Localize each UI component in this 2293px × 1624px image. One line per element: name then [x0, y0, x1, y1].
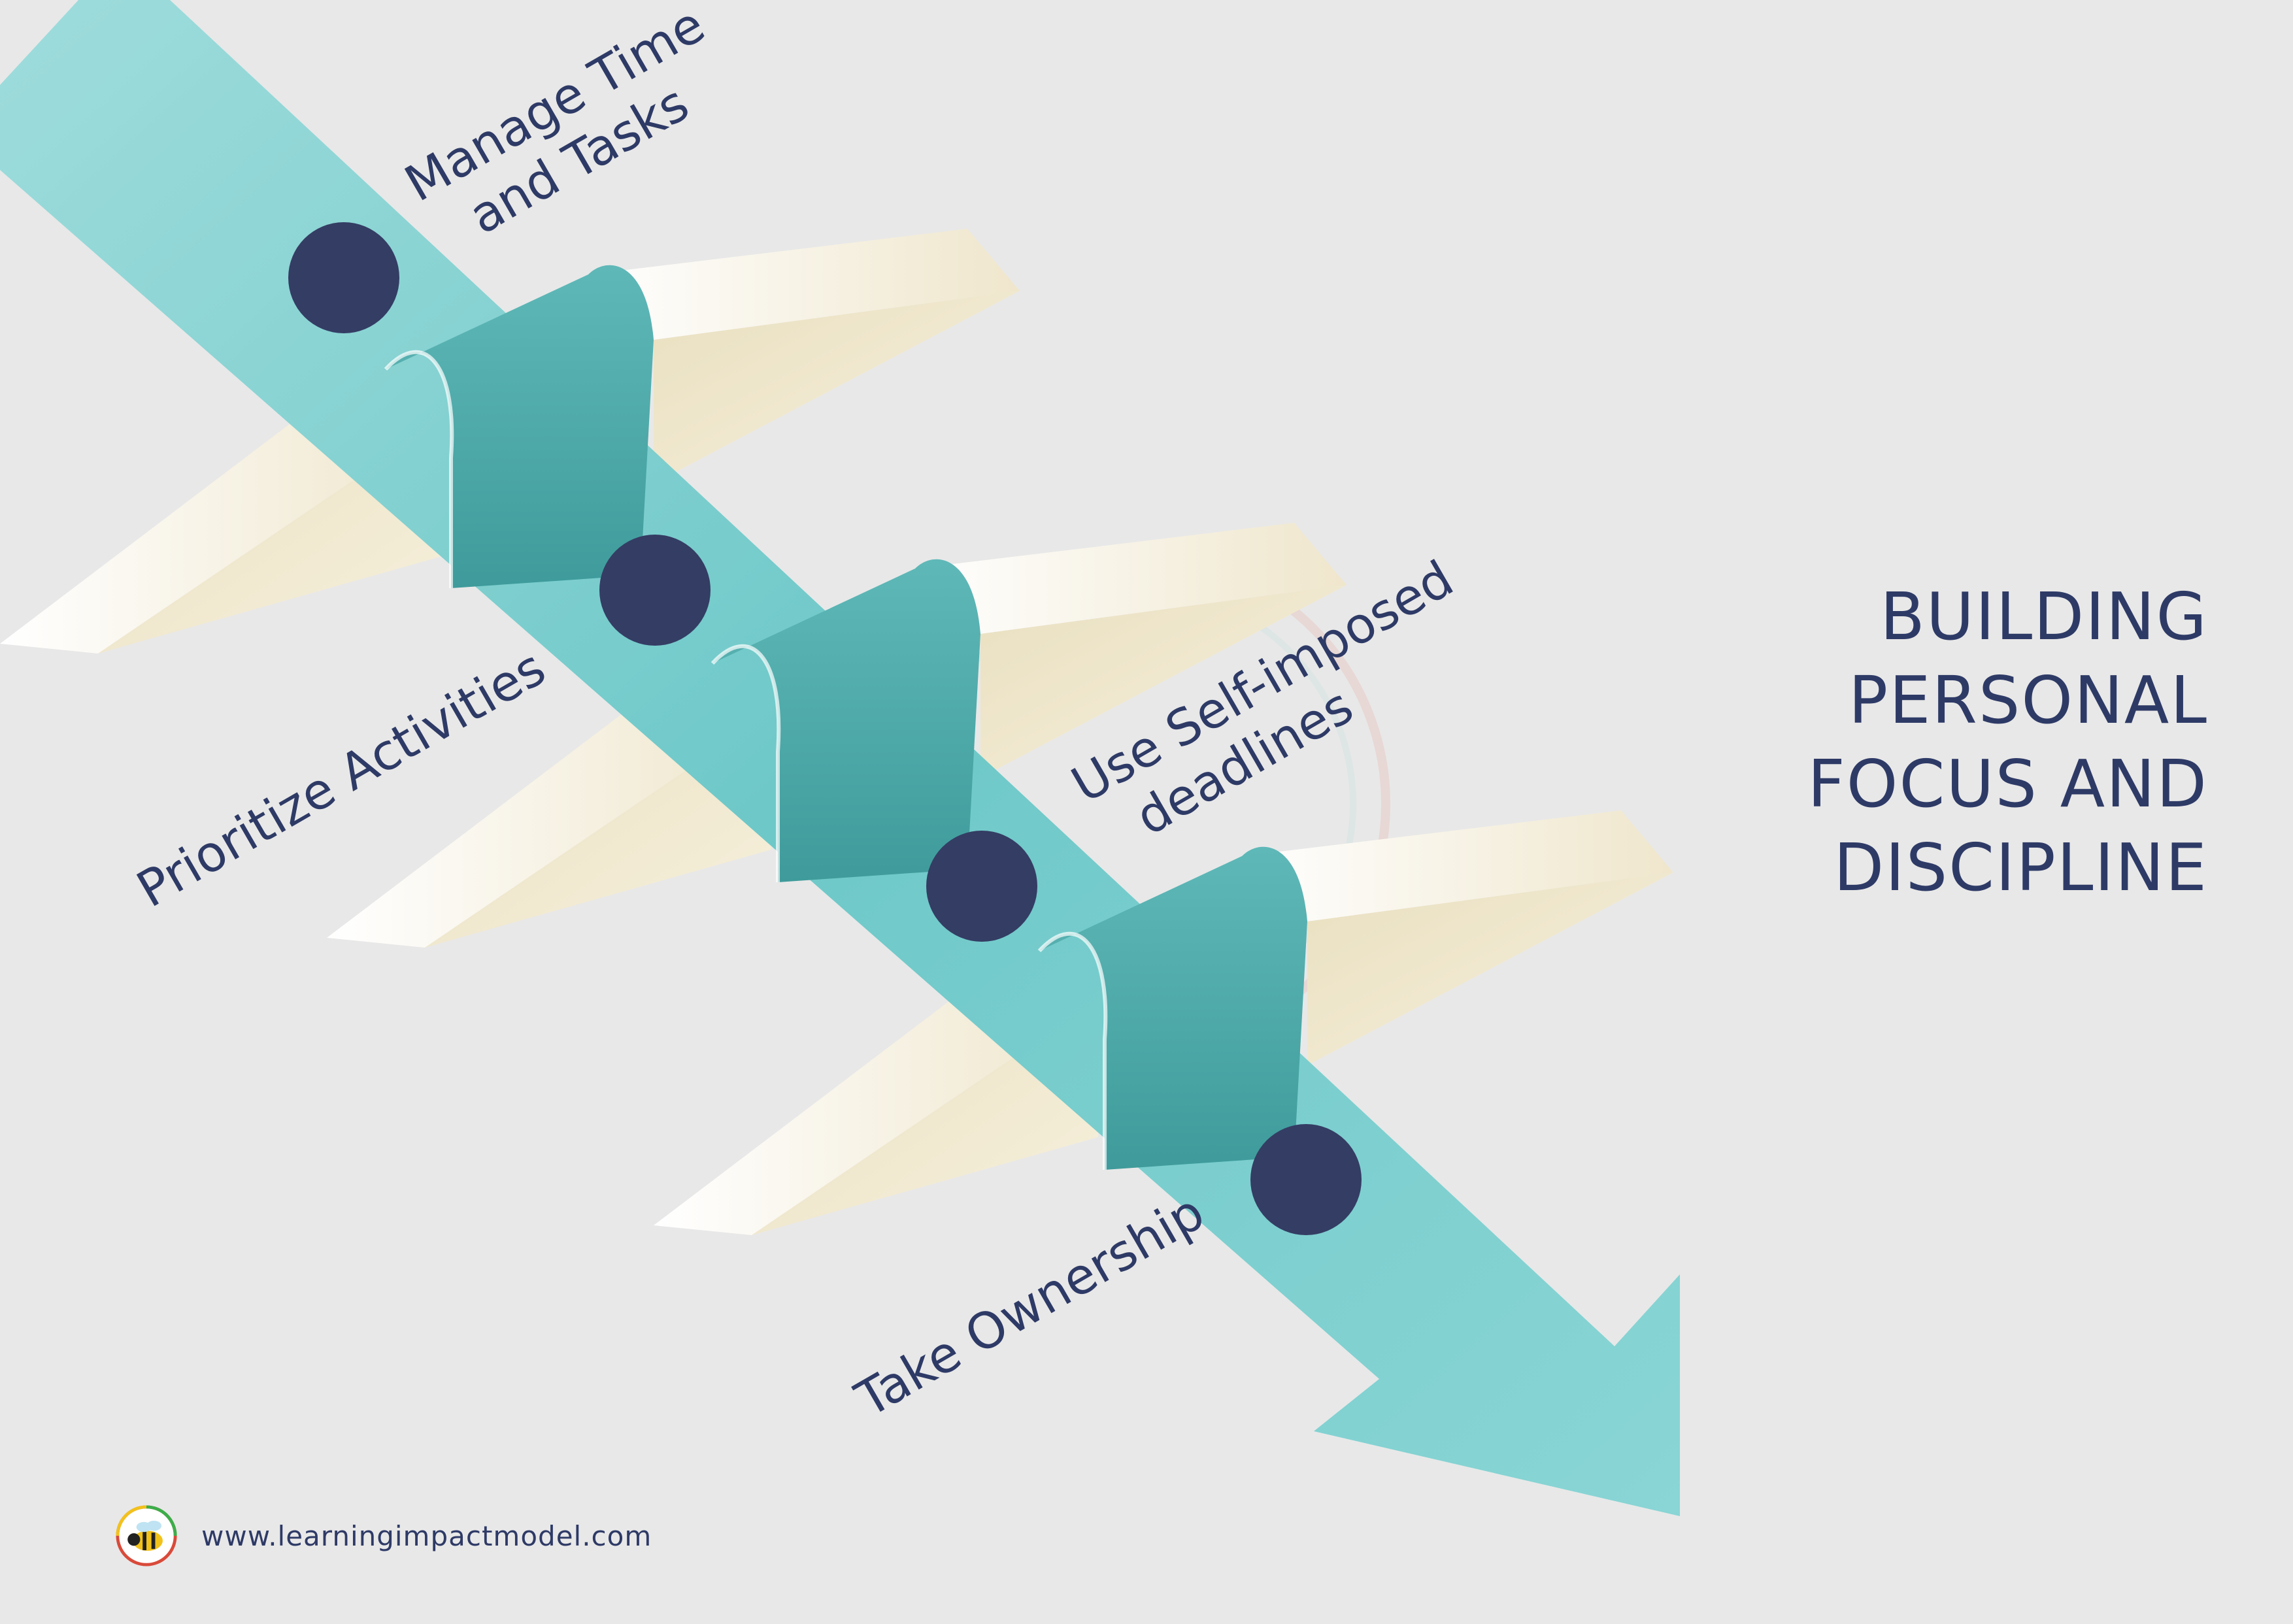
website-url[interactable]: www.learningimpactmodel.com: [201, 1519, 652, 1552]
step-label-4-line-1: Take Ownership: [846, 1183, 1214, 1429]
arrow-fold-3: [1037, 846, 1307, 1170]
title-line-4: DISCIPLINE: [1833, 829, 2208, 906]
step-label-1: Manage Timeand Tasks: [395, 0, 745, 265]
title-line-3: FOCUS AND: [1807, 746, 2208, 822]
footer: www.learningimpactmodel.com: [115, 1503, 652, 1568]
step-dot-4: [1250, 1124, 1362, 1235]
title-line-2: PERSONAL: [1848, 662, 2208, 738]
arrow-fold-2: [711, 559, 980, 882]
step-dot-3: [926, 831, 1037, 942]
step-dot-1: [288, 222, 399, 333]
ramp-step-2: [327, 523, 1347, 948]
title-line-1: BUILDING: [1880, 578, 2208, 655]
arrow-fold-1: [384, 265, 654, 588]
step-dot-2: [599, 535, 711, 646]
page-title: BUILDING PERSONAL FOCUS AND DISCIPLINE: [1554, 575, 2208, 910]
step-markers: [288, 222, 1362, 1235]
arrow-folds: [384, 265, 1307, 1170]
step-label-4: Take Ownership: [846, 1183, 1214, 1429]
bee-logo-icon: [116, 1505, 177, 1566]
ramp-steps: [0, 229, 1673, 1235]
